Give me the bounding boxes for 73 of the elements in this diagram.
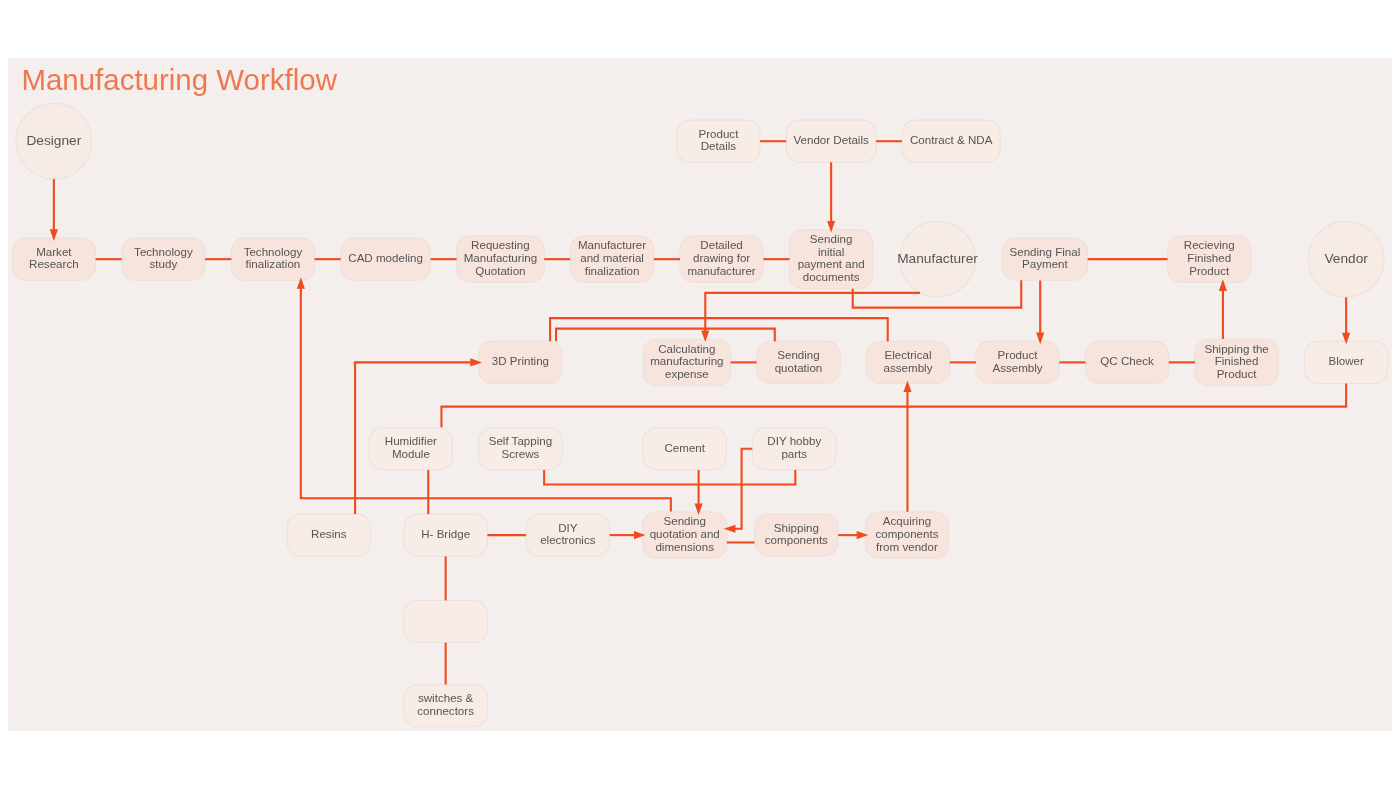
connector: [726, 540, 755, 544]
node-box: H- Bridge: [403, 513, 488, 557]
node-box: Blower: [1304, 340, 1389, 384]
connector: [95, 257, 122, 260]
connector: [1059, 360, 1086, 363]
node-box: [403, 599, 488, 643]
node-box: Electrical assembly: [865, 340, 951, 384]
connector: [1168, 360, 1195, 363]
connector: [653, 257, 680, 260]
connector: [549, 316, 889, 341]
node-box: Product Details: [676, 119, 761, 163]
diagram-title: Manufacturing Workflow: [21, 62, 337, 96]
arrow: [838, 530, 869, 539]
connector: [763, 257, 790, 260]
node-box: QC Check: [1084, 340, 1170, 384]
node-box: Product Assembly: [975, 340, 1060, 384]
node-box: Sending quotation and dimensions: [642, 510, 728, 559]
connector: [487, 533, 526, 536]
node-box: Contract & NDA: [901, 119, 1001, 163]
node-box: Shipping components: [754, 513, 839, 557]
connector: [730, 360, 757, 363]
node-box: Recieving Finished Product: [1167, 234, 1252, 283]
node-box: Shipping the Finished Product: [1194, 338, 1279, 386]
arrow: [903, 380, 912, 512]
node-box: Self Tapping Screws: [478, 426, 563, 470]
connector: [760, 139, 787, 142]
connector: [544, 257, 571, 260]
connector: [444, 555, 447, 600]
connector: [1087, 257, 1168, 260]
node-circle: Manufacturer: [899, 220, 976, 298]
arrow: [723, 447, 753, 533]
arrow: [354, 357, 482, 514]
node-box: Technology finalization: [230, 237, 316, 281]
arrow: [1342, 296, 1351, 344]
arrow: [49, 178, 58, 241]
node-box: Sending quotation: [756, 340, 841, 384]
node-box: Market Research: [11, 237, 96, 281]
arrow: [827, 161, 836, 233]
node-box: Cement: [642, 426, 727, 470]
arrow: [1218, 278, 1227, 339]
connector: [876, 139, 902, 142]
connector: [444, 642, 447, 684]
node-box: 3D Printing: [478, 340, 563, 384]
arrow: [694, 469, 703, 515]
node-box: Humidifier Module: [368, 426, 454, 470]
node-box: Manufacturer and material finalization: [569, 234, 655, 283]
node-box: Calculating manufacturing expense: [642, 338, 732, 386]
node-circle: Vendor: [1307, 220, 1385, 298]
arrow: [1036, 280, 1045, 344]
node-box: Sending initial payment and documents: [789, 228, 874, 289]
node-box: Technology study: [121, 237, 206, 281]
connector: [949, 360, 976, 363]
connector: [555, 327, 776, 341]
node-box: Detailed drawing for manufacturer: [679, 234, 764, 283]
node-box: Acquiring components from vendor: [864, 510, 950, 559]
arrow: [609, 530, 646, 539]
arrow: [701, 291, 921, 342]
node-box: Requesting Manufacturing Quotation: [456, 234, 545, 283]
node-circle: Designer: [15, 102, 93, 180]
connector: [430, 257, 457, 260]
node-box: Resins: [286, 513, 371, 557]
connector: [205, 257, 232, 260]
node-box: DIY hobby parts: [752, 426, 837, 470]
connector: [851, 279, 1023, 309]
node-box: CAD modeling: [340, 237, 431, 281]
node-box: Sending Final Payment: [1001, 237, 1089, 281]
connector: [427, 469, 430, 514]
node-box: switches & connectors: [403, 683, 488, 727]
connector: [543, 469, 797, 486]
connector: [314, 257, 341, 260]
node-box: DIY electronics: [525, 513, 610, 557]
node-box: Vendor Details: [785, 119, 877, 163]
arrow: [296, 276, 672, 512]
